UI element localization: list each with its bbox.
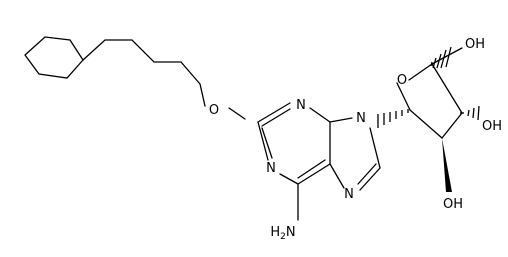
hashed-bond-oh3 bbox=[460, 105, 480, 121]
hashed-bond-ch2 bbox=[430, 46, 452, 69]
wedge-bond-oh2 bbox=[442, 138, 452, 192]
hydroxyl-ch2-label: OH bbox=[465, 37, 485, 52]
ring-oxygen-label: O bbox=[397, 73, 407, 88]
c5-c6-double bbox=[297, 159, 326, 179]
c4-c3-bond bbox=[431, 63, 463, 114]
n1-c2-double bbox=[261, 127, 273, 159]
n9-label: N bbox=[356, 111, 366, 126]
n9-c8-bond bbox=[369, 127, 381, 169]
n3-c4-bond bbox=[309, 107, 331, 123]
o4-c4-bond bbox=[408, 63, 433, 81]
hydroxyl-c3-label: OH bbox=[482, 119, 502, 134]
c5-n7-bond bbox=[329, 163, 345, 189]
c6-n1-bond bbox=[279, 173, 299, 185]
ether-oxygen-label: O bbox=[209, 103, 219, 118]
ether-c2-bond bbox=[228, 107, 246, 120]
hydroxyl-c2-label: OH bbox=[443, 197, 463, 212]
amino-label: H2N bbox=[270, 225, 295, 242]
c4-n9-bond bbox=[329, 117, 353, 123]
c2-n3-double bbox=[261, 108, 291, 127]
c5-c6-bond bbox=[297, 163, 331, 185]
bond-lines bbox=[24, 36, 463, 221]
c2-c1-bond bbox=[409, 109, 443, 139]
cyclohexane-ring bbox=[24, 36, 84, 79]
c8-n7-double bbox=[357, 163, 377, 185]
c5-o5-bond bbox=[431, 47, 463, 65]
n1-label: N bbox=[266, 161, 276, 176]
butyl-chain bbox=[82, 39, 206, 107]
hashed-bond-n9 bbox=[377, 109, 409, 128]
c2-n3-bond bbox=[257, 102, 291, 123]
c1-o4-bond bbox=[396, 82, 411, 111]
n1-c2-bond bbox=[257, 121, 269, 161]
n3-label: N bbox=[296, 98, 306, 113]
n7-label: N bbox=[344, 187, 354, 202]
c3-c2-bond bbox=[441, 112, 463, 139]
c8-n7-bond bbox=[359, 167, 381, 191]
